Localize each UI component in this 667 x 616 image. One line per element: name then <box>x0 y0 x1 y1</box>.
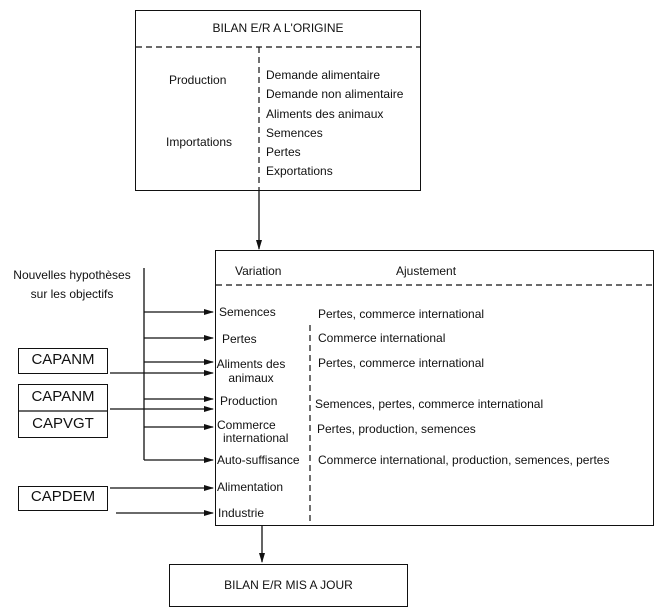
variation-item: Alimentation <box>217 480 284 494</box>
header-variation: Variation <box>235 264 282 278</box>
header-ajustement: Ajustement <box>396 264 457 278</box>
variation-line: international <box>223 431 289 445</box>
ajustement-item: Semences, pertes, commerce international <box>315 397 544 411</box>
capanm-label: CAPANM <box>31 351 95 368</box>
ajustement-item: Commerce international, production, seme… <box>318 453 610 467</box>
variation-item: Pertes <box>222 332 257 346</box>
variation-item: Industrie <box>218 506 265 520</box>
variation-line: Commerce <box>217 418 276 432</box>
capdem-box <box>18 486 108 511</box>
origine-right-item: Pertes <box>266 145 301 159</box>
origine-left-item: Production <box>169 73 227 87</box>
variation-item: Semences <box>219 305 276 319</box>
capanm-capvgt-box <box>18 384 108 438</box>
origine-right-item: Semences <box>266 126 323 140</box>
variation-item: Auto-suffisance <box>217 453 300 467</box>
variation-item: Production <box>220 394 278 408</box>
ajustement-item: Pertes, commerce international <box>318 307 485 321</box>
variation-item: Aliments des animaux <box>216 357 286 385</box>
capanm-label-2: CAPANM <box>31 388 95 405</box>
hypotheses-label: Nouvelles hypothèses sur les objectifs <box>2 266 142 304</box>
origine-right-item: Aliments des animaux <box>266 107 384 121</box>
capdem-label: CAPDEM <box>30 488 96 505</box>
origine-right-item: Demande alimentaire <box>266 68 381 82</box>
capvgt-label: CAPVGT <box>32 415 94 432</box>
origine-left-item: Importations <box>166 135 233 149</box>
hypotheses-label-line: sur les objectifs <box>30 287 114 301</box>
adjust-box <box>215 250 654 526</box>
capanm-box <box>18 348 108 374</box>
ajustement-item: Pertes, commerce international <box>318 356 485 370</box>
hypotheses-label-line: Nouvelles hypothèses <box>13 268 131 282</box>
bilan-origine-title: BILAN E/R A L'ORIGINE <box>212 21 344 35</box>
ajustement-item: Pertes, production, semences <box>317 422 476 436</box>
bilan-mis-a-jour-box <box>169 564 408 607</box>
variation-line: animaux <box>228 371 274 385</box>
variation-line: Aliments des <box>216 357 286 371</box>
origine-right-item: Demande non alimentaire <box>266 87 404 101</box>
variation-item: Commerce international <box>217 419 288 445</box>
origine-right-item: Exportations <box>266 164 333 178</box>
bilan-origine-box <box>135 10 421 191</box>
ajustement-item: Commerce international <box>318 331 446 345</box>
bilan-mis-a-jour-title: BILAN E/R MIS A JOUR <box>224 578 353 592</box>
